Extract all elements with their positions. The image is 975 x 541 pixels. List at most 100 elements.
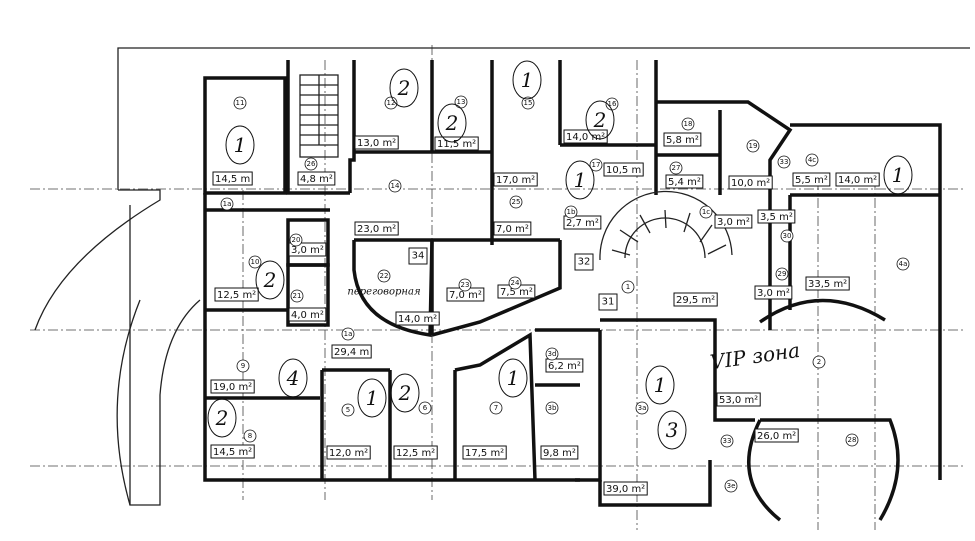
room-number: 8	[243, 429, 257, 443]
room-number: 22	[377, 269, 391, 283]
area-label: 14,0 m²	[395, 311, 440, 326]
area-value: 10,5 m	[606, 165, 641, 176]
handwritten-digit: 4	[286, 366, 300, 390]
room-number-text: 1a	[223, 200, 232, 208]
handwritten-mark: 3	[657, 410, 687, 450]
handwritten-digit: 1	[234, 133, 247, 157]
area-label: 7,0 m²	[493, 221, 532, 236]
area-label: 53,0 m²	[716, 392, 761, 407]
handwritten-digit: 2	[593, 108, 607, 132]
area-value: 3,0 m²	[717, 217, 750, 228]
walls	[203, 60, 942, 522]
area-value: 4,8 m²	[300, 174, 333, 185]
area-value: 12,5 m²	[396, 448, 435, 459]
room-number: 4a	[896, 257, 910, 271]
room-number: 28	[845, 433, 859, 447]
room-number-text: 18	[684, 120, 693, 128]
room-22-name: переговорная	[347, 287, 420, 298]
area-value: 12,0 m²	[329, 448, 368, 459]
tag-text: 31	[602, 297, 615, 308]
room-number: 12	[384, 96, 398, 110]
room-number: 10	[248, 255, 262, 269]
area-label: 12,5 m²	[214, 287, 259, 302]
area-value: 2,7 m²	[566, 218, 599, 229]
area-value: 17,5 m²	[465, 448, 504, 459]
area-value: 3,5 m²	[760, 212, 793, 223]
room-number: 3b	[545, 401, 559, 415]
area-label: 13,0 m²	[354, 135, 399, 150]
area-label: 7,0 m²	[446, 287, 485, 302]
area-label: 2,7 m²	[563, 215, 602, 230]
handwritten-digit: 2	[445, 111, 459, 135]
room-number-text: 1b	[567, 208, 576, 216]
room-number: 24	[508, 276, 522, 290]
area-value: 7,5 m²	[500, 287, 533, 298]
area-label: 19,0 m²	[210, 379, 255, 394]
room-number: 33	[720, 434, 734, 448]
room-number-text: 2	[817, 358, 821, 366]
handwritten-mark: 2	[437, 103, 467, 143]
room-number-text: 16	[608, 100, 617, 108]
area-label: 39,0 m²	[603, 481, 648, 496]
room-number-text: 3a	[638, 404, 647, 412]
area-label: 14,5 m²	[210, 444, 255, 459]
room-number-text: 4a	[899, 260, 908, 268]
room-number-text: 12	[387, 99, 396, 107]
area-value: 33,5 m²	[808, 279, 847, 290]
room-number: 15	[521, 96, 535, 110]
area-label: 14,0 m²	[835, 172, 880, 187]
area-value: 5,5 m²	[795, 175, 828, 186]
room-number: 21	[290, 289, 304, 303]
area-value: 3,0 m²	[757, 288, 790, 299]
area-label: 4,8 m²	[297, 171, 336, 186]
room-number: 13	[454, 95, 468, 109]
room-number-text: 27	[672, 164, 681, 172]
area-label: 5,8 m²	[663, 132, 702, 147]
area-label: 12,0 m²	[326, 445, 371, 460]
area-value: 5,4 m²	[668, 177, 701, 188]
room-number: 18	[681, 117, 695, 131]
area-label: 10,5 m	[603, 162, 644, 177]
room-number: 26	[304, 157, 318, 171]
handwritten-mark: 1	[512, 60, 542, 100]
room-number-text: 14	[391, 182, 400, 190]
area-value: 7,0 m²	[449, 290, 482, 301]
straight-staircase	[299, 74, 339, 158]
tag-labels: 34 32 31	[408, 247, 618, 311]
area-label: 12,5 m²	[393, 445, 438, 460]
area-value: 29,5 m²	[676, 295, 715, 306]
room-number-text: 10	[251, 258, 260, 266]
room-number-text: 23	[461, 281, 470, 289]
room-number-text: 17	[592, 161, 601, 169]
room-number: 1	[621, 280, 635, 294]
area-value: 10,0 m²	[731, 178, 770, 189]
room-number: 5	[341, 403, 355, 417]
tag-text: 34	[412, 251, 425, 262]
area-label: 3,0 m²	[754, 285, 793, 300]
handwritten-digit: 3	[666, 418, 679, 442]
area-value: 13,0 m²	[357, 138, 396, 149]
area-label: 29,5 m²	[673, 292, 718, 307]
handwritten-mark: 2	[585, 100, 615, 140]
room-number-text: 25	[512, 198, 521, 206]
room-number-text: 1a	[344, 330, 353, 338]
tag: 31	[598, 293, 618, 311]
area-value: 6,2 m²	[548, 361, 581, 372]
room-number-text: 11	[236, 99, 245, 107]
room-number-text: 3e	[727, 482, 736, 490]
handwritten-mark: 1	[883, 155, 913, 195]
room-number-text: 3d	[548, 350, 557, 358]
room-number-text: 9	[241, 362, 245, 370]
handwritten-mark: 1	[498, 358, 528, 398]
area-value: 14,0 m²	[398, 314, 437, 325]
area-label: 10,0 m²	[728, 175, 773, 190]
tag: 32	[574, 253, 594, 271]
area-value: 17,0 m²	[496, 175, 535, 186]
room-number: 3a	[635, 401, 649, 415]
area-value: 23,0 m²	[357, 224, 396, 235]
room-number-text: 22	[380, 272, 389, 280]
room-number-text: 4c	[808, 156, 816, 164]
area-label: 11,5 m²	[434, 136, 479, 151]
room-number-text: 30	[783, 232, 792, 240]
